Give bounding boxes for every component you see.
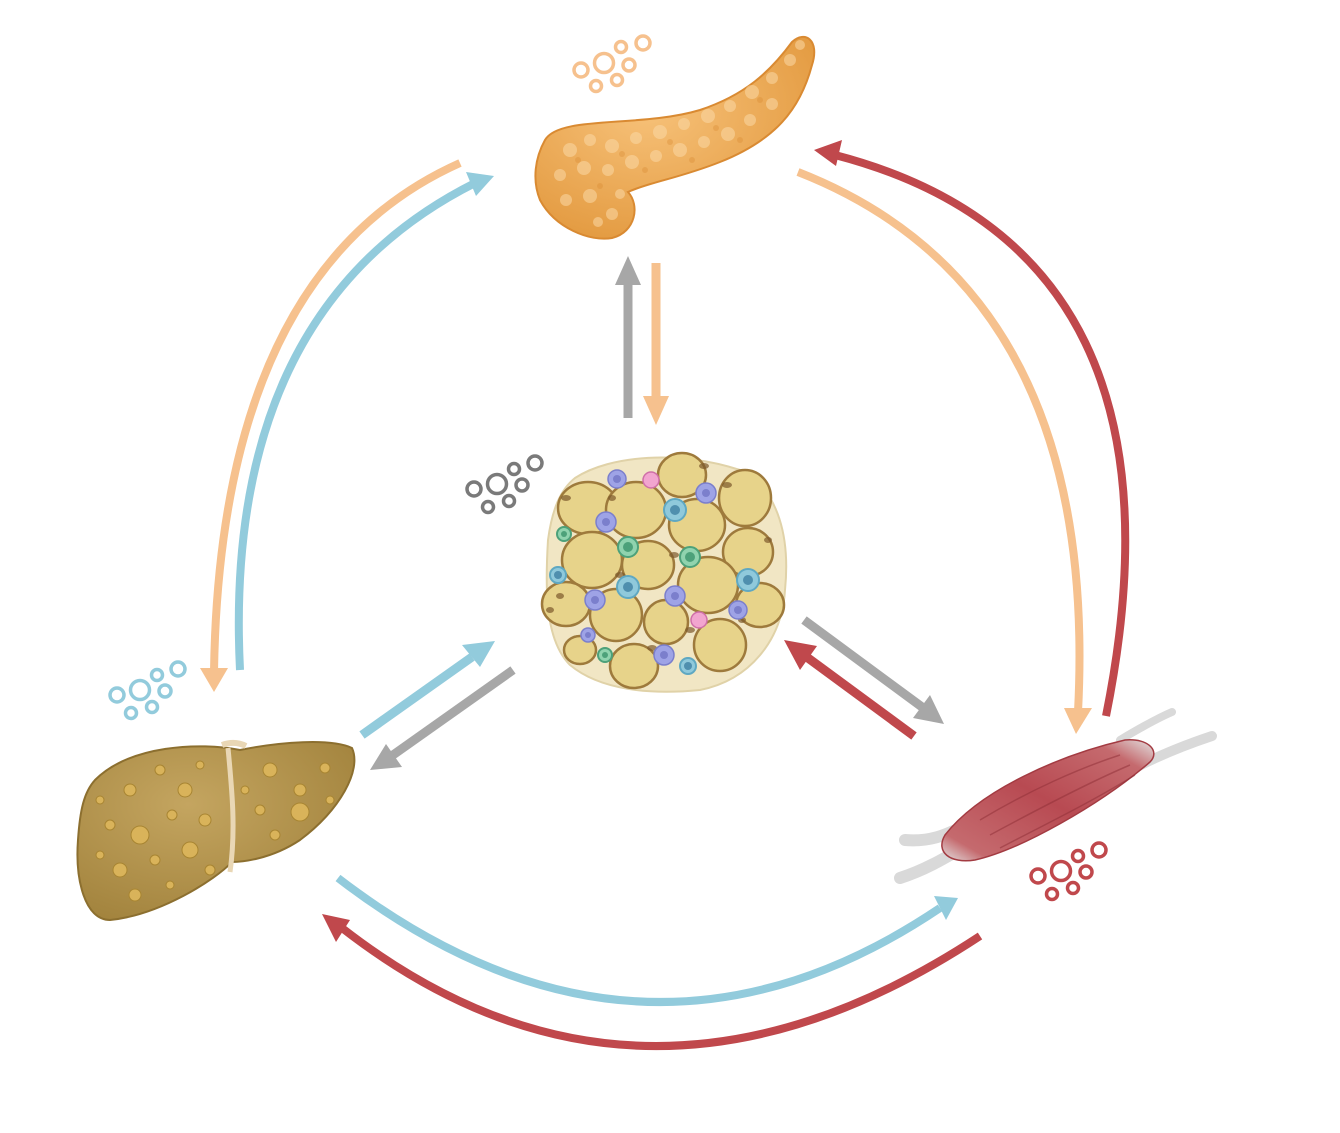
liver-signal-cluster [108, 660, 187, 721]
arrow-adipose-to-muscle-head [913, 695, 944, 724]
arrow-liver-to-muscle [335, 874, 943, 1006]
outer-arrows [200, 140, 1130, 1050]
muscle-icon [894, 708, 1217, 884]
arrow-pancreas-to-adipose-head [643, 396, 669, 425]
adipose-tissue-icon [540, 451, 788, 693]
inner-arrows [359, 256, 944, 770]
arrow-adipose-to-liver [390, 666, 516, 759]
arrow-pancreas-to-muscle [796, 168, 1084, 713]
arrow-liver-to-muscle-head [934, 896, 958, 920]
arrow-liver-to-pancreas-head [466, 172, 494, 196]
arrow-pancreas-to-muscle-head [1064, 708, 1092, 734]
arrow-pancreas-to-liver [210, 159, 462, 673]
arrow-liver-to-adipose [359, 653, 475, 739]
arrow-pancreas-to-liver-head [200, 668, 228, 692]
muscle-signal-cluster [1029, 841, 1108, 902]
pancreas-icon [534, 36, 816, 240]
arrow-muscle-to-pancreas [833, 151, 1130, 717]
arrow-liver-to-adipose-head [462, 641, 495, 667]
immune-cells [549, 469, 760, 675]
arrow-adipose-to-pancreas-head [615, 256, 641, 285]
arrow-muscle-to-adipose [805, 654, 917, 740]
arrow-muscle-to-liver-head [322, 914, 350, 942]
arrow-muscle-to-liver [339, 924, 983, 1050]
arrow-adipose-to-liver-head [370, 744, 402, 770]
adipose-signal-cluster [465, 454, 544, 515]
liver-icon [76, 739, 356, 922]
arrow-muscle-to-pancreas-head [814, 140, 842, 166]
arrow-adipose-to-muscle [801, 616, 925, 711]
arrow-muscle-to-adipose-head [784, 640, 817, 670]
pancreas-signal-cluster [572, 34, 652, 94]
arrow-liver-to-pancreas [234, 179, 477, 671]
